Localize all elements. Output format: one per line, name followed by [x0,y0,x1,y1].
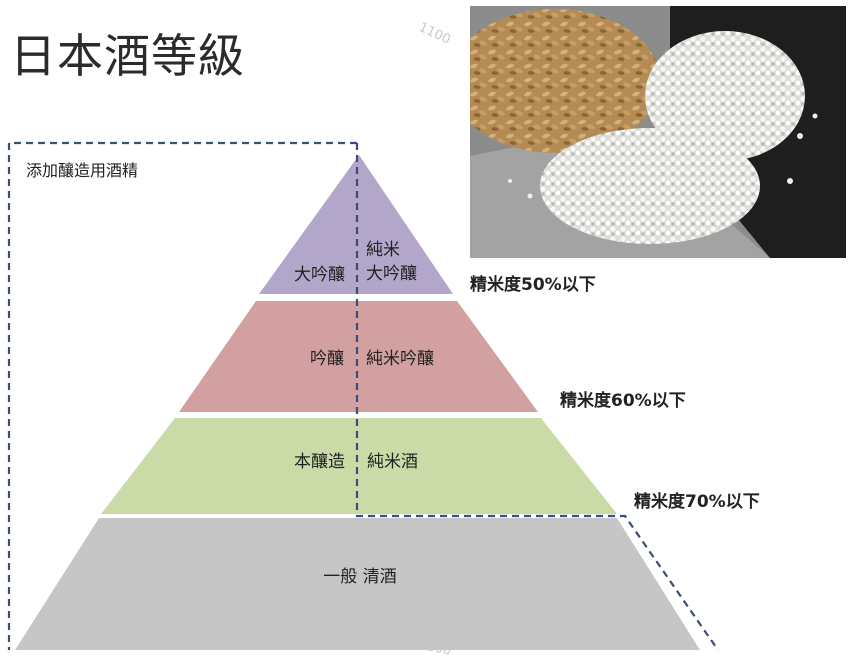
junmai-ginjo-label: 純米吟釀 [366,348,434,369]
honjozo-label: 本釀造 [294,451,345,472]
polish-note-70: 精米度70%以下 [634,491,760,512]
junmai-daiginjo-label: 大吟釀 [366,263,417,284]
polish-note-50: 精米度50%以下 [470,274,596,295]
alcohol-added-region-border [7,141,357,650]
futsushu-label: 一般 清酒 [323,567,396,587]
polish-note-60: 精米度60%以下 [560,390,686,411]
page-title: 日本酒等級 [10,29,245,83]
watermark-text: 1100 [416,20,452,48]
rice-photo [470,6,846,258]
tier-base [15,518,700,650]
tier-second [179,301,538,412]
tier-third [101,418,617,514]
junmaishu-label: 純米酒 [367,452,418,472]
junmai-divider-line [355,143,719,651]
ginjo-label: 吟釀 [310,348,344,369]
alcohol-added-label: 添加釀造用酒精 [26,161,138,180]
tier-top [259,155,453,294]
junmai-label-line1: 純米 [366,240,400,260]
daiginjo-label: 大吟釀 [294,264,345,285]
